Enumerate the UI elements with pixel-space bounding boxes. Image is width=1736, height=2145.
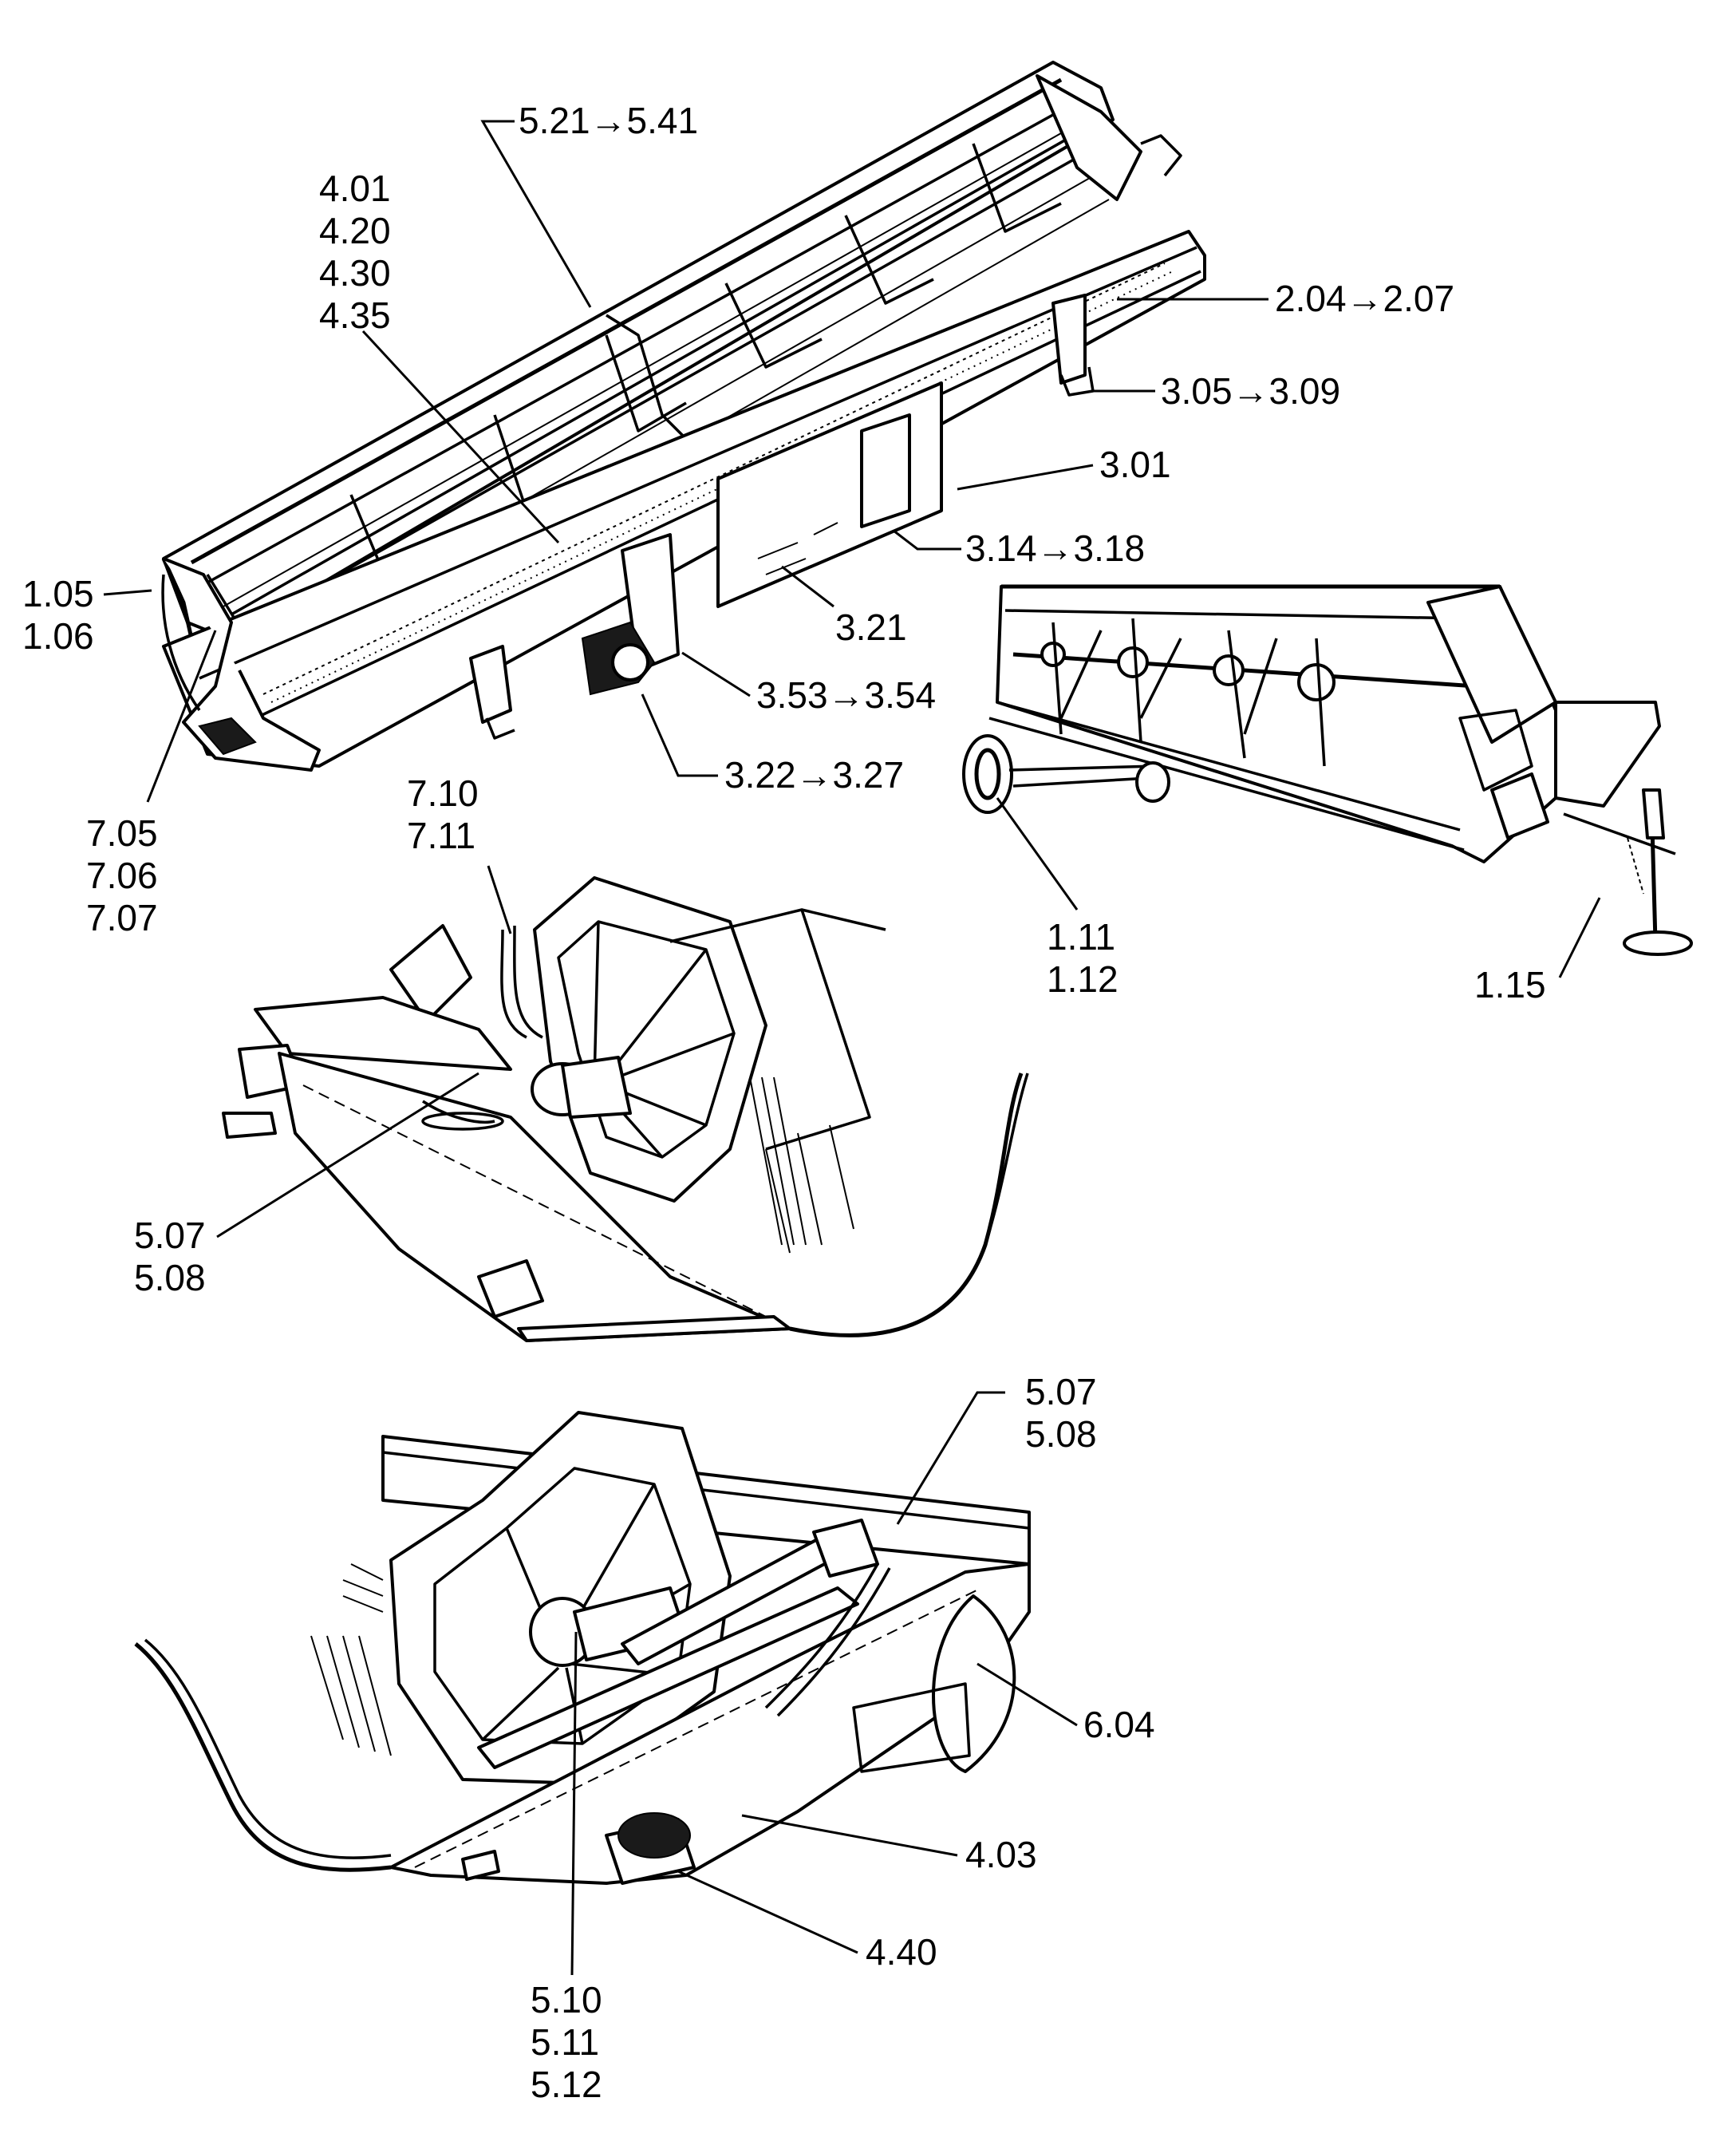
callout-leader-lines xyxy=(103,120,1601,1976)
callout-5-11: 5.11 xyxy=(531,2021,600,2063)
callout-5-07-upper-group: 5.07 5.08 xyxy=(134,1215,206,1299)
reel-drive-view-drawing xyxy=(222,876,1029,1342)
callout-4-30: 4.30 xyxy=(319,252,391,294)
callout-5-12: 5.12 xyxy=(531,2064,602,2105)
callout-7-11: 7.11 xyxy=(407,815,476,856)
callout-5-07-lower-group: 5.07 5.08 xyxy=(1025,1371,1097,1456)
header-overview-drawing xyxy=(161,61,1206,772)
callout-4-01-group: 4.01 4.20 4.30 4.35 xyxy=(319,168,391,337)
callout-7-05: 7.05 xyxy=(86,812,158,854)
callout-1-05-group: 1.05 1.06 xyxy=(22,573,94,658)
callout-4-03: 4.03 xyxy=(965,1834,1037,1875)
callout-3-14: 3.14→3.18 xyxy=(965,527,1146,569)
callout-5-08-lower: 5.08 xyxy=(1025,1413,1097,1455)
callout-5-21: 5.21→5.41 xyxy=(519,100,699,141)
callout-4-01: 4.01 xyxy=(319,168,391,209)
callout-5-07-lower: 5.07 xyxy=(1025,1371,1097,1412)
callout-5-08-upper: 5.08 xyxy=(134,1257,206,1298)
callout-1-11-group: 1.11 1.12 xyxy=(1047,916,1119,1001)
callout-1-15: 1.15 xyxy=(1474,964,1546,1005)
callout-3-21: 3.21 xyxy=(835,606,907,648)
callout-5-10: 5.10 xyxy=(531,1979,602,2021)
callout-1-05: 1.05 xyxy=(22,573,94,614)
callout-2-04: 2.04→2.07 xyxy=(1275,278,1455,319)
callout-1-11: 1.11 xyxy=(1047,916,1116,958)
reel-drive-opposite-view-drawing xyxy=(134,1411,1031,1885)
callout-4-40: 4.40 xyxy=(866,1931,937,1973)
callout-7-05-group: 7.05 7.06 7.07 xyxy=(86,812,158,939)
callout-5-07-upper: 5.07 xyxy=(134,1215,206,1256)
callout-3-01: 3.01 xyxy=(1099,444,1171,485)
callout-3-22: 3.22→3.27 xyxy=(724,754,905,796)
callout-7-10-group: 7.10 7.11 xyxy=(407,772,479,857)
callout-3-05: 3.05→3.09 xyxy=(1161,370,1341,412)
callout-4-35: 4.35 xyxy=(319,294,391,336)
callout-7-07: 7.07 xyxy=(86,897,158,938)
callout-3-53: 3.53→3.54 xyxy=(756,674,937,716)
transport-position-drawing xyxy=(962,584,1693,956)
callout-5-10-group: 5.10 5.11 5.12 xyxy=(531,1979,602,2106)
callout-6-04: 6.04 xyxy=(1083,1704,1155,1745)
callout-7-10: 7.10 xyxy=(407,772,479,814)
callout-4-20: 4.20 xyxy=(319,210,391,251)
callout-7-06: 7.06 xyxy=(86,855,158,896)
callout-1-06: 1.06 xyxy=(22,615,94,657)
callout-1-12: 1.12 xyxy=(1047,958,1119,1000)
